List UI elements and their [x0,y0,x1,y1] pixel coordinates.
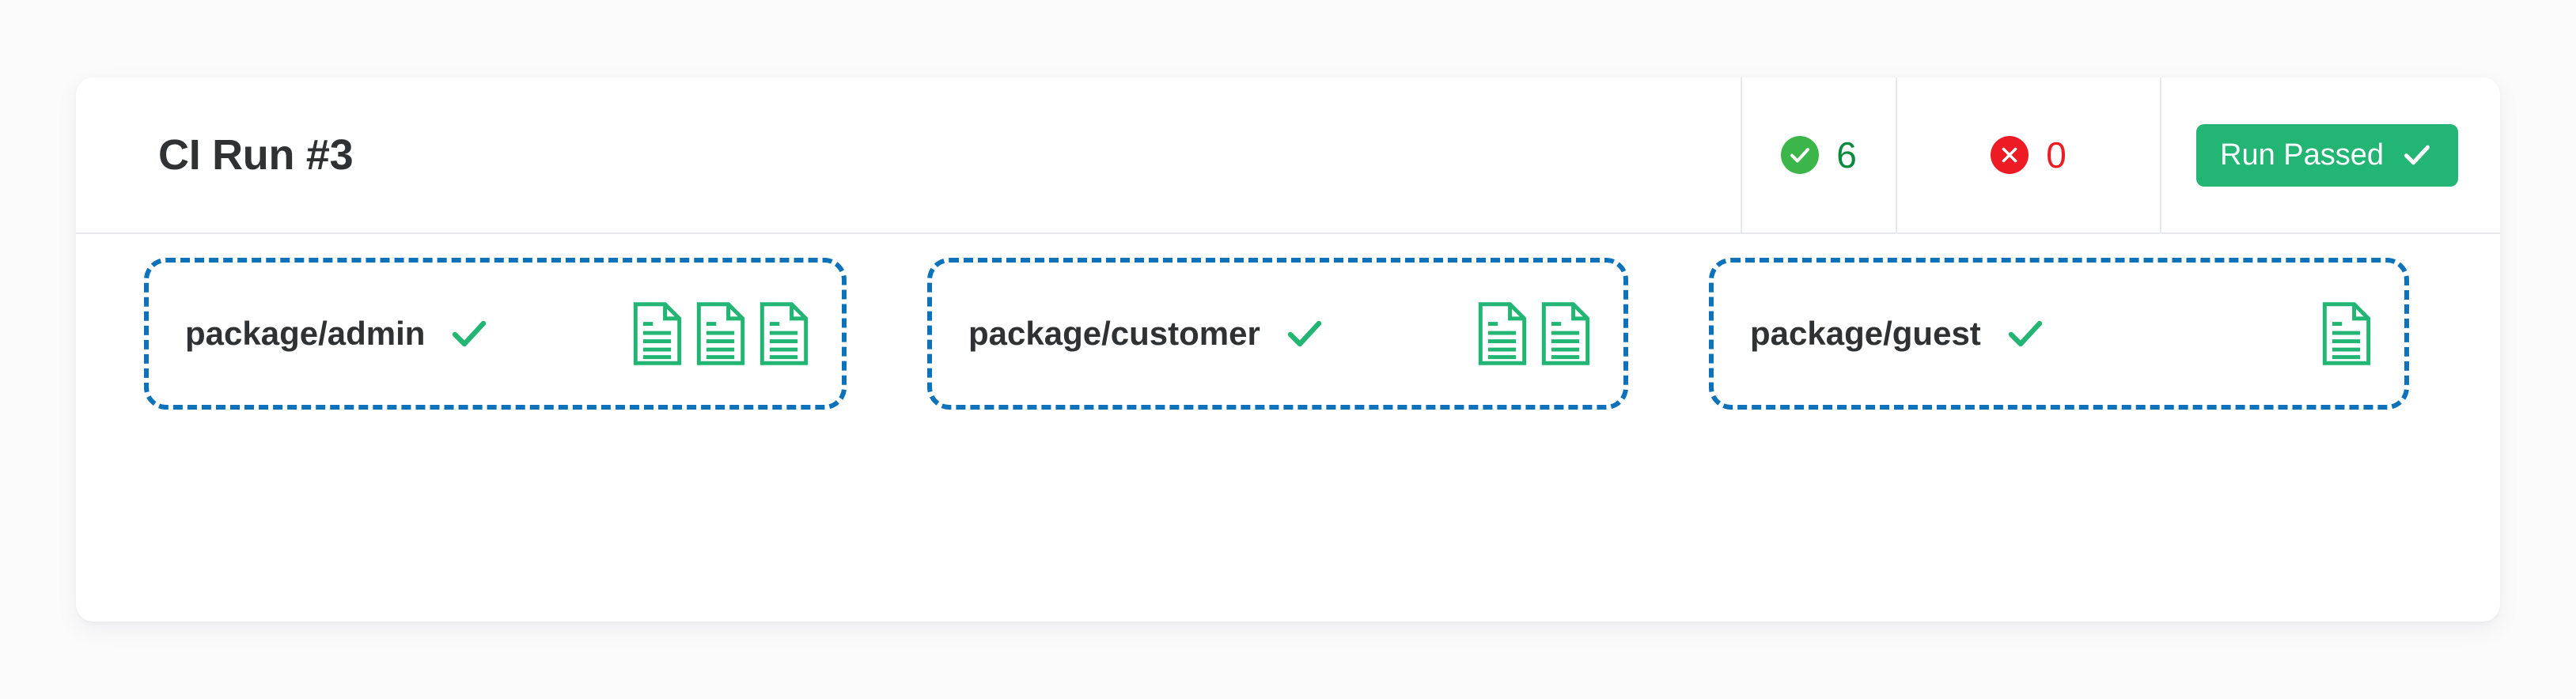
status-badge[interactable]: Run Passed [2196,123,2459,187]
package-group-label: package/customer [968,315,1260,352]
document-icon[interactable] [1540,300,1592,367]
package-group-label: package/admin [185,315,426,352]
check-icon [1281,315,1328,353]
stat-failed-count: 0 [2046,134,2066,176]
document-icon[interactable] [758,300,810,367]
document-icon[interactable] [2320,300,2373,367]
package-group-label: package/guest [1750,315,1981,352]
page-title: CI Run #3 [158,131,354,179]
header-title-area: CI Run #3 [76,77,1741,232]
stat-passed-count: 6 [1836,134,1857,176]
card-body: package/admin [76,234,2500,622]
x-circle-icon [1991,136,2029,174]
verdict-cell: Run Passed [2160,77,2500,232]
document-icon[interactable] [695,300,747,367]
header-stats: 6 0 Run Passed [1741,77,2500,232]
package-group-customer[interactable]: package/customer [927,258,1628,410]
document-list [631,300,810,367]
ci-run-card: CI Run #3 6 [76,77,2500,622]
check-icon [445,315,493,353]
status-badge-label: Run Passed [2220,138,2385,172]
package-groups: package/admin [144,258,2432,410]
document-list [2320,300,2373,367]
document-list [1476,300,1592,367]
check-icon [2400,141,2434,169]
card-header: CI Run #3 6 [76,77,2500,234]
package-group-guest[interactable]: package/guest [1709,258,2409,410]
package-group-admin[interactable]: package/admin [144,258,847,410]
check-icon [2002,315,2049,353]
stat-failed[interactable]: 0 [1896,77,2160,232]
check-circle-icon [1781,136,1820,174]
stat-passed[interactable]: 6 [1741,77,1896,232]
document-icon[interactable] [631,300,684,367]
document-icon[interactable] [1476,300,1529,367]
